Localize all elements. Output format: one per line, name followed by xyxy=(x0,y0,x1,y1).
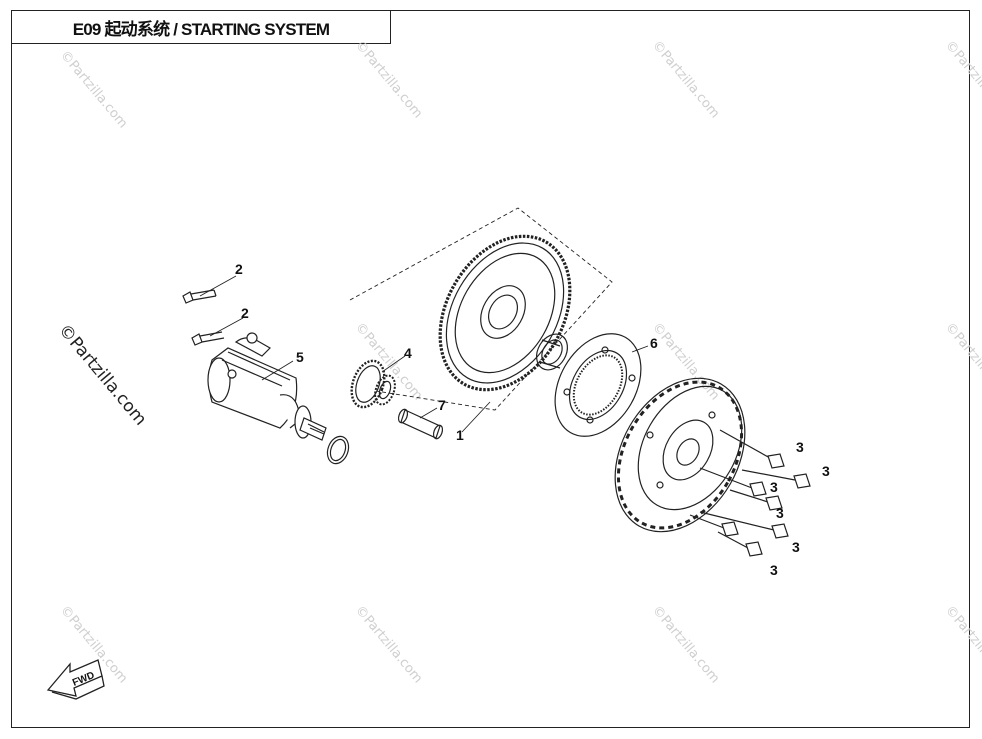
callout-3-e: 3 xyxy=(792,539,800,555)
bolt-part-2-lower xyxy=(191,331,225,346)
one-way-clutch-part-6 xyxy=(554,333,642,437)
page-title: E09 起动系统 / STARTING SYSTEM xyxy=(72,19,330,39)
pin-part-7 xyxy=(397,408,444,440)
callout-1: 1 xyxy=(456,427,464,443)
callout-3-b: 3 xyxy=(822,463,830,479)
callout-4: 4 xyxy=(404,345,412,361)
o-ring xyxy=(326,435,350,465)
driven-gear-part-1 xyxy=(438,234,572,392)
watermark-text: ©Partzilla.com xyxy=(649,38,722,121)
needle-bearing xyxy=(535,333,569,371)
callout-leaders xyxy=(199,275,649,433)
watermark-text: ©Partzilla.com xyxy=(942,603,982,686)
callout-2-lower: 2 xyxy=(241,305,249,321)
callout-7: 7 xyxy=(438,397,446,413)
parts-linework xyxy=(182,207,811,557)
callout-2-upper: 2 xyxy=(235,261,243,277)
cap-screws-part-3 xyxy=(689,429,811,557)
fwd-arrow-icon: FWD xyxy=(46,659,105,700)
flywheel-rotor xyxy=(614,377,746,533)
side-watermark: ©Partzilla.com xyxy=(54,320,150,429)
idler-gear-part-4 xyxy=(350,359,396,409)
watermark-text: ©Partzilla.com xyxy=(352,38,425,121)
callout-3-a: 3 xyxy=(796,439,804,455)
callout-labels: 2 2 5 4 7 1 6 3 3 3 3 3 3 xyxy=(235,261,830,578)
starter-motor-part-5 xyxy=(207,332,327,441)
watermark-text: ©Partzilla.com xyxy=(942,38,982,121)
callout-5: 5 xyxy=(296,349,304,365)
watermark-text: ©Partzilla.com xyxy=(352,603,425,686)
callout-3-f: 3 xyxy=(770,562,778,578)
watermark-text: ©Partzilla.com xyxy=(649,603,722,686)
watermark-text: ©Partzilla.com xyxy=(57,48,130,131)
bolt-part-2-upper xyxy=(182,289,217,304)
assembly-outline xyxy=(349,207,613,411)
watermark-text: ©Partzilla.com xyxy=(942,320,982,403)
callout-3-c: 3 xyxy=(770,479,778,495)
title-box: E09 起动系统 / STARTING SYSTEM xyxy=(11,10,391,44)
diagram-frame xyxy=(11,10,970,728)
callout-3-d: 3 xyxy=(776,505,784,521)
callout-6: 6 xyxy=(650,335,658,351)
